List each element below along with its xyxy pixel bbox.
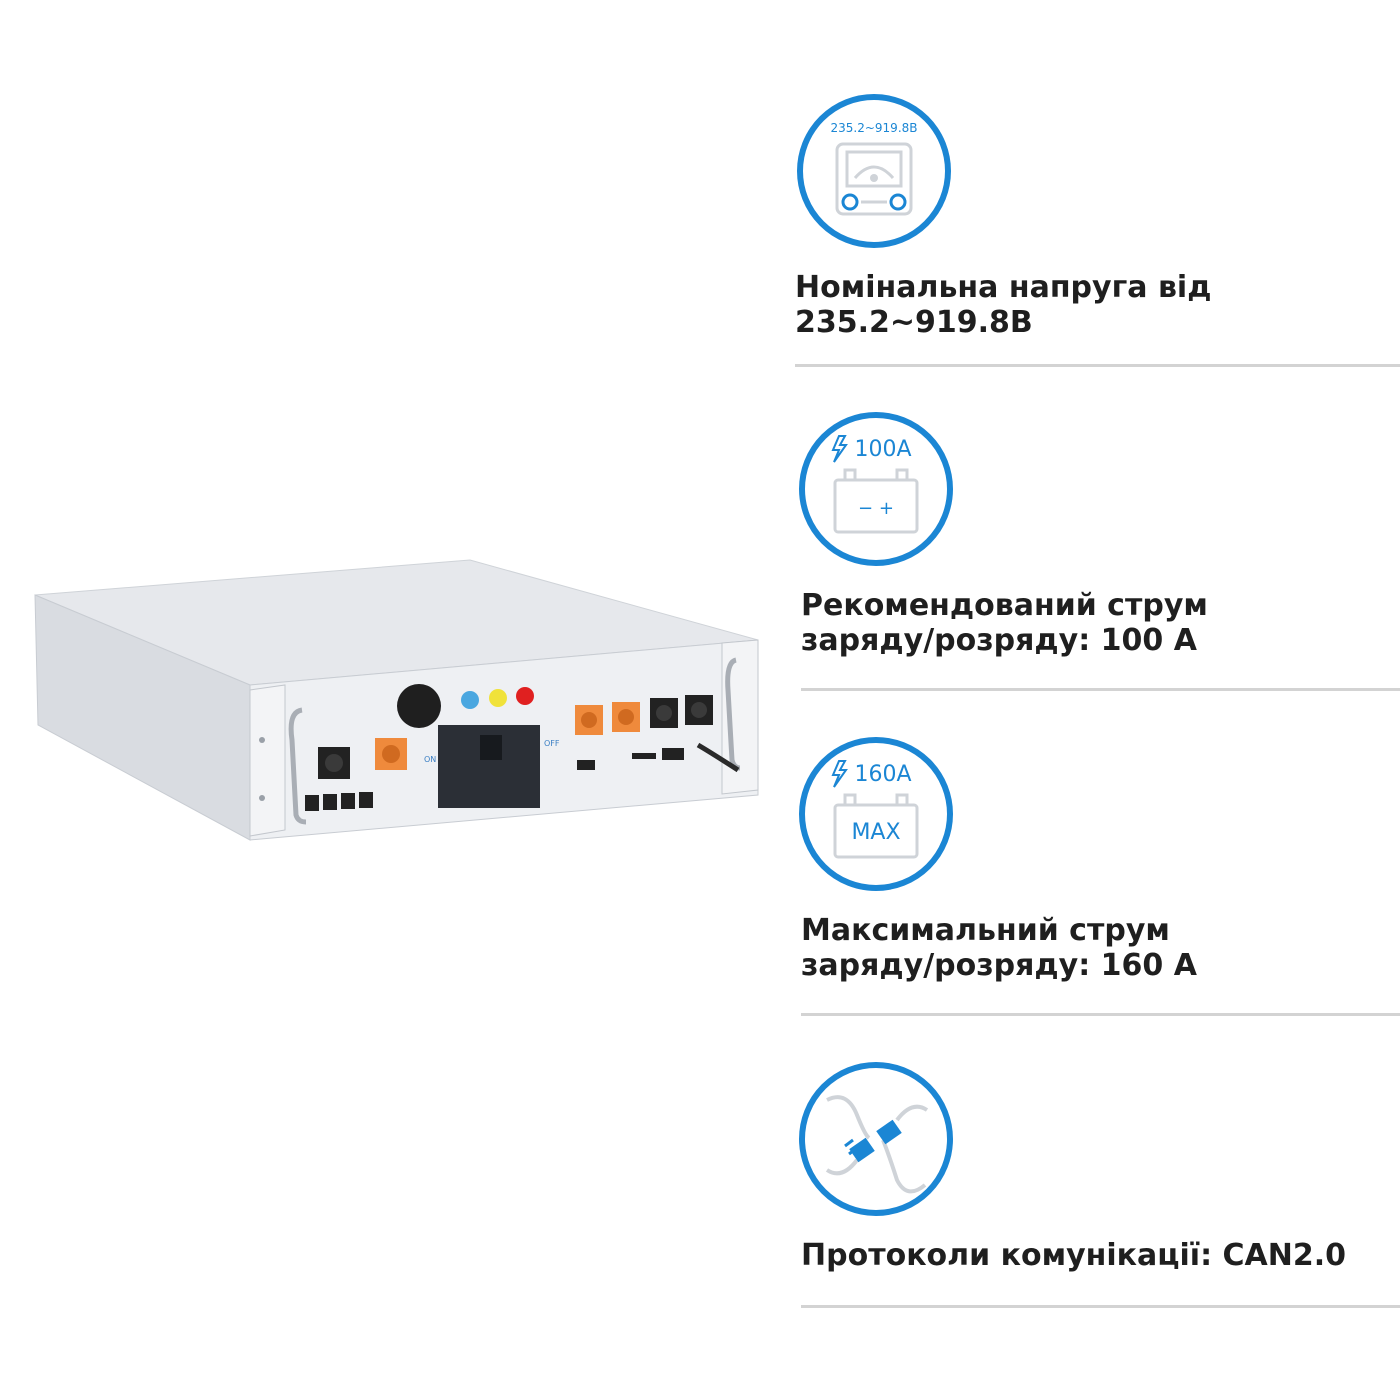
feature-voltage: 235.2~919.8В Номінальна напруга від 235.… — [795, 92, 1400, 372]
max-current-badge: 160A — [854, 762, 911, 787]
battery-max-icon: 160A MAX — [797, 735, 955, 893]
divider — [801, 1013, 1400, 1016]
divider — [801, 688, 1400, 691]
feature-recommended-current-title: Рекомендований струм заряду/розряду: 100… — [801, 588, 1208, 658]
voltage-badge: 235.2~919.8В — [831, 121, 918, 135]
battery-polarity: − + — [858, 498, 894, 519]
battery-module-image: ON OFF — [20, 540, 780, 870]
off-label: OFF — [544, 739, 560, 748]
feature-voltage-title: Номінальна напруга від 235.2~919.8В — [795, 270, 1212, 340]
feature-max-current: 160A MAX Максимальний струм заряду/розря… — [795, 735, 1400, 1020]
feature-protocol-title: Протоколи комунікації: CAN2.0 — [801, 1238, 1346, 1273]
battery-max-label: MAX — [851, 820, 900, 845]
battery-current-icon: 100A − + — [797, 410, 955, 568]
voltage-meter-icon: 235.2~919.8В — [795, 92, 953, 250]
feature-protocol: Протоколи комунікації: CAN2.0 — [795, 1060, 1400, 1310]
feature-max-current-title: Максимальний струм заряду/розряду: 160 А — [801, 913, 1197, 983]
on-label: ON — [424, 755, 436, 764]
current-badge: 100A — [854, 437, 911, 462]
divider — [801, 1305, 1400, 1308]
divider — [795, 364, 1400, 367]
feature-recommended-current: 100A − + Рекомендований струм заряду/роз… — [795, 410, 1400, 695]
plug-connector-icon — [797, 1060, 955, 1218]
